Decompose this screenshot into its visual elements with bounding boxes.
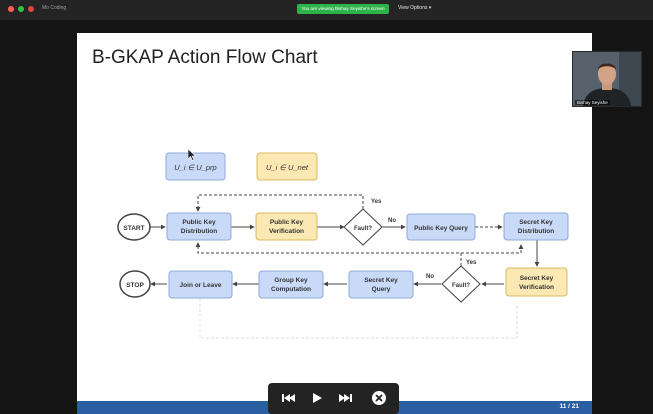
- fault1-decision-node: [343, 208, 383, 246]
- sk-distribution-label-2: Distribution: [518, 228, 554, 235]
- participant-name: Bishay Seyishe: [575, 100, 610, 105]
- arrow-fault2-yes-loop: [195, 242, 462, 266]
- fault1-yes-label: Yes: [371, 199, 382, 205]
- pk-query-label: Public Key Query: [414, 225, 468, 232]
- zoom-window-control[interactable]: [18, 6, 24, 12]
- slide-title: B-GKAP Action Flow Chart: [92, 47, 318, 68]
- sk-verification-label-2: Verification: [519, 284, 554, 291]
- start-label: START: [123, 225, 144, 232]
- pk-distribution-label-2: Distribution: [181, 228, 217, 235]
- close-window-control[interactable]: [8, 6, 14, 12]
- screen-sharing-banner: You are viewing Bishay Seyishe's screen: [297, 4, 389, 14]
- stop-label: STOP: [126, 282, 144, 289]
- arrow-fault1-yes-loop: [195, 194, 364, 212]
- page-number: 11 / 21: [559, 403, 579, 410]
- play-icon[interactable]: [308, 390, 326, 406]
- skip-forward-icon[interactable]: [337, 390, 355, 406]
- window-top-bar: Mo Coding You are viewing Bishay Seyishe…: [0, 0, 653, 20]
- pk-distribution-label-1: Public Key: [182, 219, 216, 226]
- flow-chart-diagram: U_i ∈ U_prp U_i ∈ U_net START Public Key…: [117, 152, 569, 339]
- legend-net-label: U_i ∈ U_net: [266, 163, 309, 172]
- sk-distribution-label-1: Secret Key: [519, 219, 553, 226]
- sk-query-label-1: Secret Key: [364, 277, 398, 284]
- pk-verification-label-2: Verification: [269, 228, 304, 235]
- app-title: Mo Coding: [42, 5, 67, 11]
- gk-computation-label-1: Group Key: [274, 277, 308, 284]
- arrow-join-leave-loop: [199, 299, 518, 339]
- legend-prp-label: U_i ∈ U_prp: [174, 163, 216, 172]
- pk-verification-label-1: Public Key: [270, 219, 304, 226]
- pk-verification-node: [255, 212, 318, 241]
- start-node: [117, 213, 151, 241]
- sk-query-node: [348, 270, 414, 299]
- gk-computation-node: [258, 270, 324, 299]
- join-leave-node: [168, 270, 233, 299]
- close-icon[interactable]: [370, 390, 388, 406]
- sk-distribution-node: [503, 212, 569, 241]
- participant-avatar: [573, 52, 641, 106]
- sk-verification-label-1: Secret Key: [520, 275, 554, 282]
- legend-net-box: [256, 152, 318, 181]
- fault2-yes-label: Yes: [466, 260, 477, 266]
- sk-query-label-2: Query: [372, 286, 391, 293]
- gk-computation-label-2: Computation: [271, 286, 311, 293]
- skip-back-icon[interactable]: [279, 390, 297, 406]
- arrow-fault2-to-sk-dist: [461, 244, 524, 254]
- pk-query-node: [406, 213, 476, 241]
- participant-video-tile[interactable]: Bishay Seyishe: [572, 51, 642, 107]
- view-options-menu[interactable]: View Options ▾: [398, 5, 432, 11]
- fault1-label: Fault?: [354, 226, 372, 232]
- sk-verification-node: [505, 267, 568, 297]
- stop-node: [119, 270, 151, 298]
- fault2-no-label: No: [426, 274, 434, 280]
- media-controls-bar: [268, 383, 399, 414]
- mouse-pointer-icon: [188, 149, 196, 161]
- fault2-label: Fault?: [452, 283, 470, 289]
- fault1-no-label: No: [388, 218, 396, 224]
- app-icon: [28, 6, 34, 12]
- pk-distribution-node: [166, 212, 232, 241]
- presentation-slide: B-GKAP Action Flow Chart U_i ∈ U_prp U_i…: [77, 33, 592, 401]
- join-leave-label: Join or Leave: [180, 282, 222, 289]
- fault2-decision-node: [441, 265, 481, 303]
- legend-prp-box: [165, 152, 226, 181]
